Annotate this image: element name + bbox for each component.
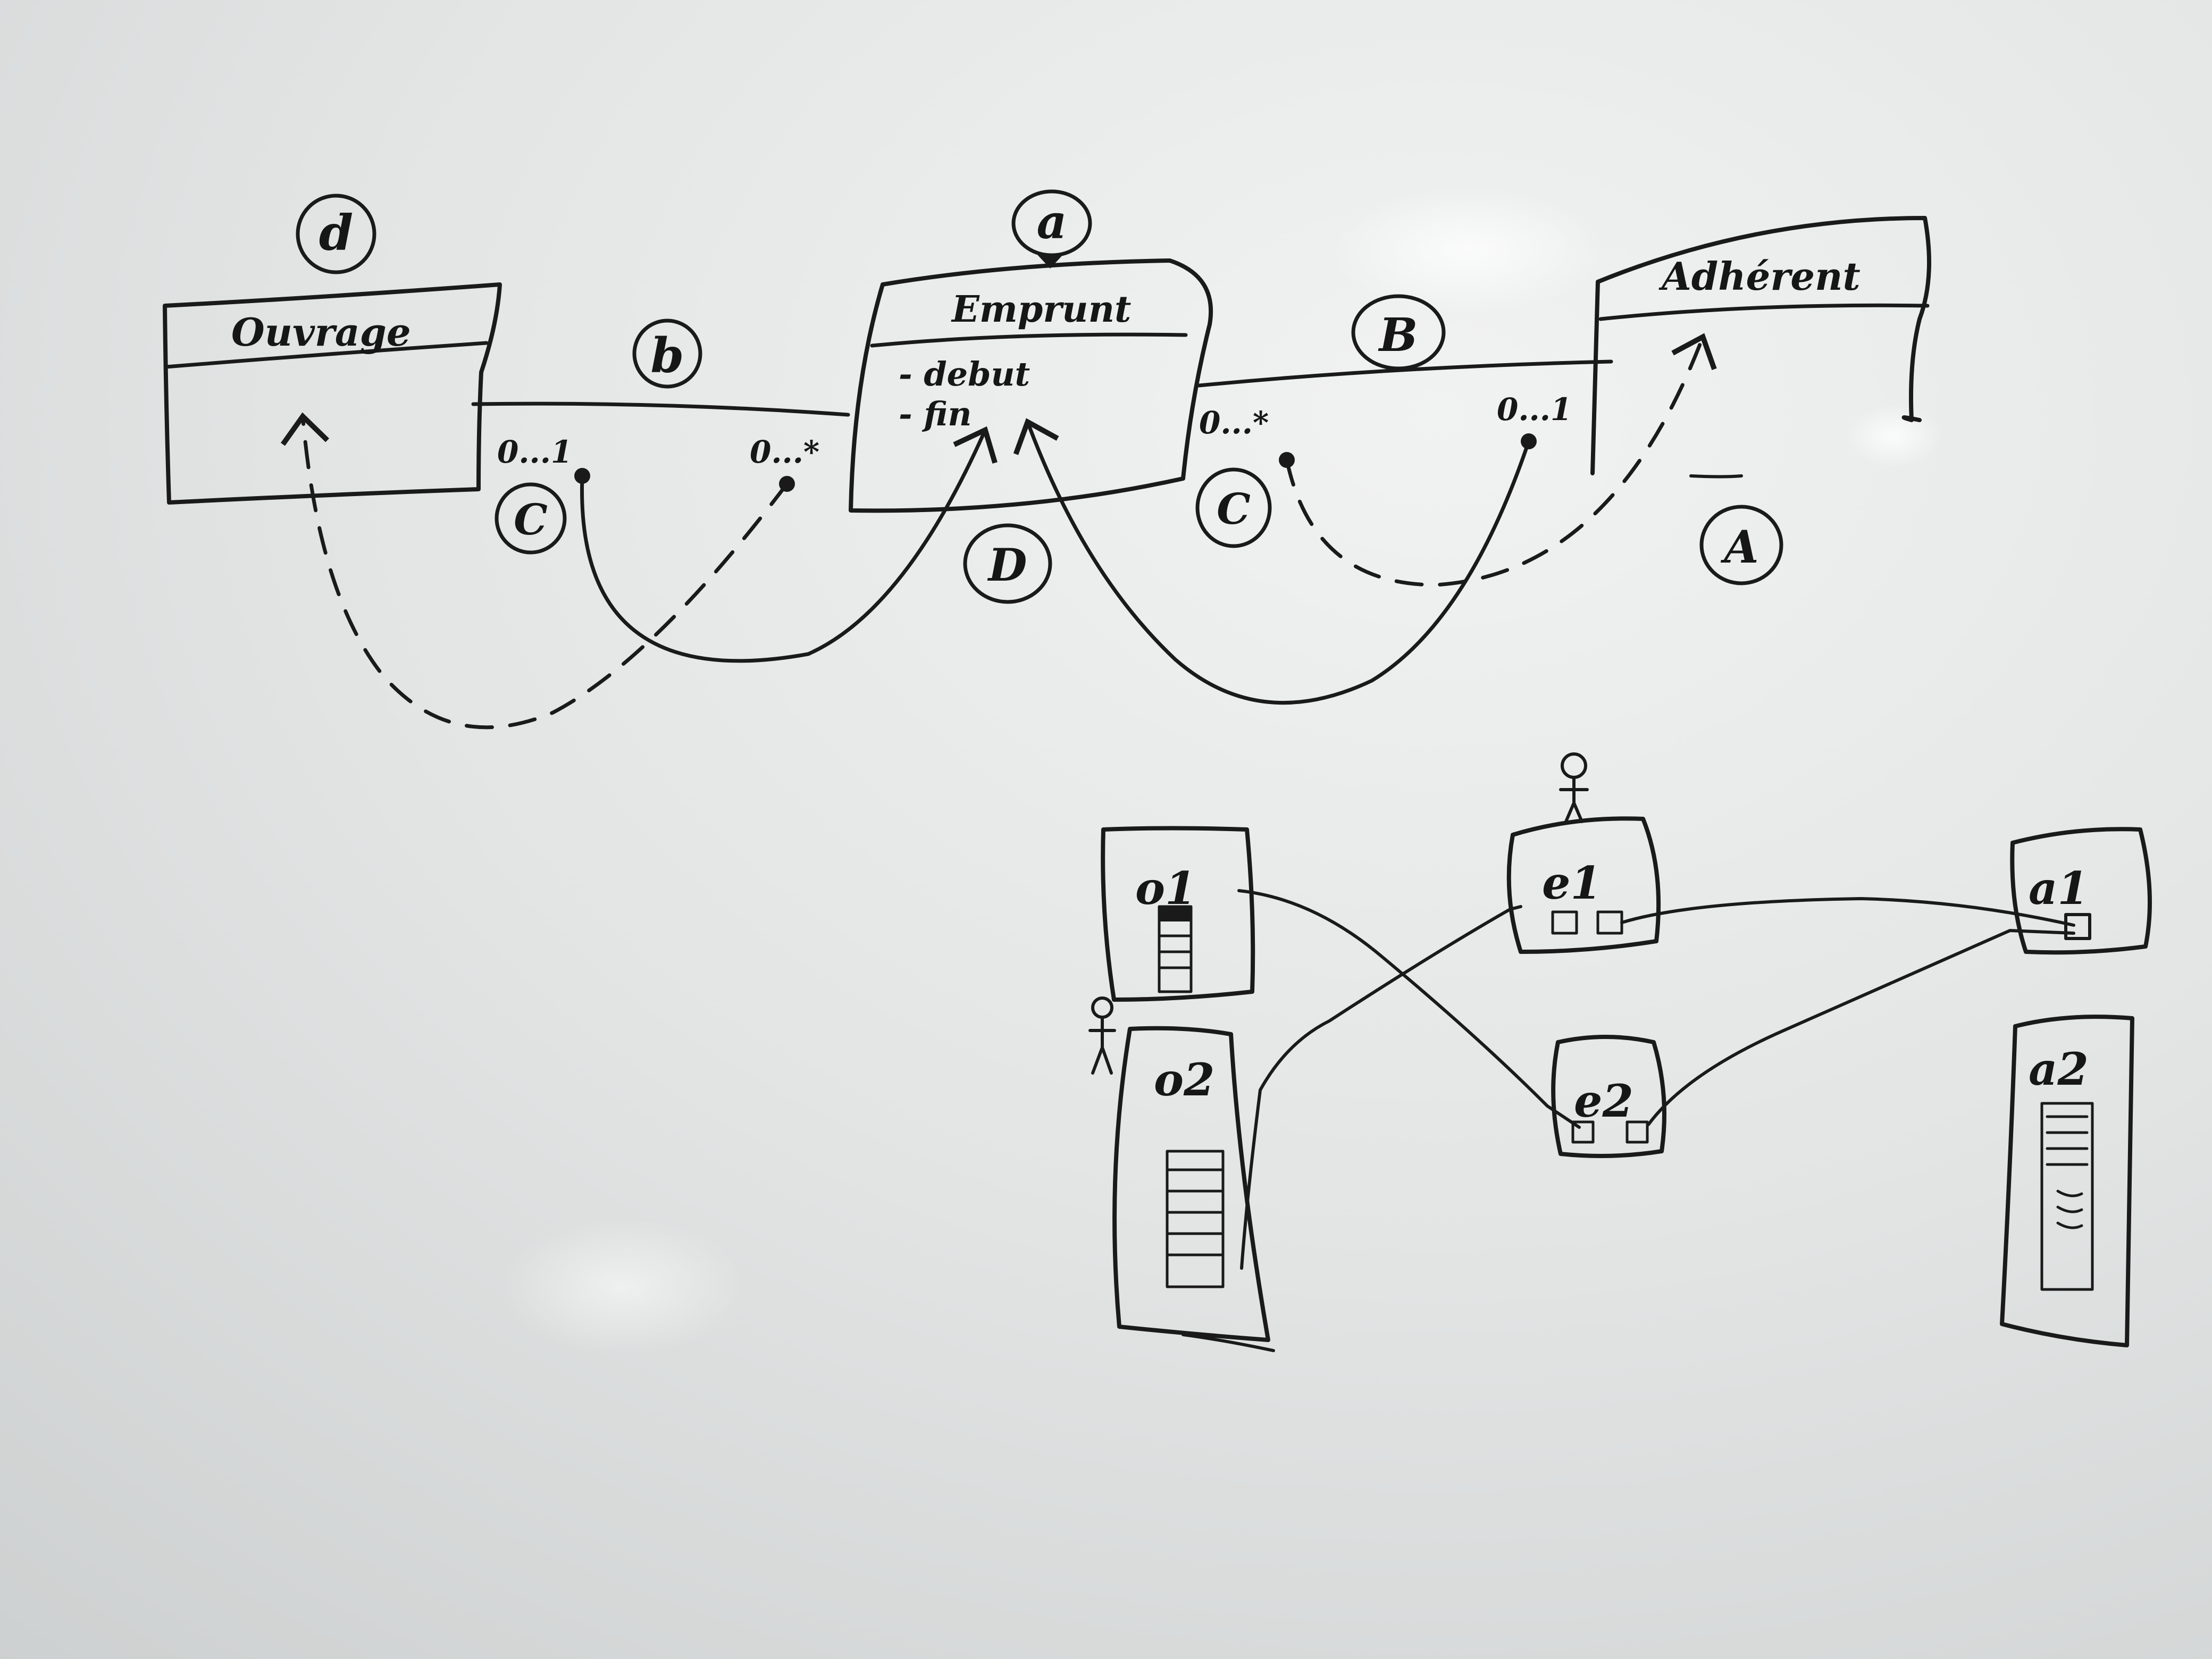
navigation-arrow-adherent-to-emprunt (1013, 418, 1531, 705)
o2-stack-icon (1166, 1150, 1225, 1288)
multiplicity-emprunt-right: 0...* (1199, 405, 1269, 441)
class-emprunt: Emprunt - debut - fin a (849, 189, 1213, 513)
class-ouvrage: Ouvrage d (163, 194, 502, 505)
object-o2-label: o2 (1154, 1053, 1214, 1106)
object-o1: o1 (1101, 826, 1255, 1002)
label-A: A (1720, 521, 1758, 573)
class-adherent: Adhérent (1590, 216, 1931, 479)
label-a: a (1036, 194, 1067, 249)
link-o2-e1 (1240, 905, 1522, 1270)
label-d-badge: d (296, 194, 376, 274)
association-end-dot (1279, 452, 1295, 468)
class-diagram: Ouvrage d Emprunt - debut - fin a (163, 189, 1931, 730)
label-A-badge: A (1699, 505, 1783, 585)
multiplicity-emprunt-left: 0...* (750, 434, 819, 470)
e1-slot-left (1551, 910, 1578, 935)
label-c-right: C (1217, 484, 1251, 534)
label-c-left: C (514, 495, 548, 544)
class-adherent-name: Adhérent (1658, 254, 1861, 299)
attribute-debut: - debut (899, 355, 1030, 393)
link-e1-a1 (1620, 897, 2075, 927)
link-e2-a1 (1647, 929, 2075, 1126)
navigation-arrow-emprunt-to-ouvrage (280, 412, 789, 730)
person-icon (1559, 752, 1589, 823)
a2-stack-icon (2040, 1102, 2094, 1291)
multiplicity-adherent-side: 0...1 (1497, 391, 1572, 428)
multiplicity-ouvrage-side: 0...1 (497, 434, 572, 470)
object-a1: a1 (2010, 827, 2152, 955)
object-o2: o2 (1112, 1026, 1275, 1352)
label-a-badge: a (1011, 189, 1092, 269)
label-c-left-badge: C (495, 482, 567, 555)
person-icon (1088, 996, 1116, 1075)
object-e1-label: e1 (1542, 857, 1602, 909)
label-D: D (987, 539, 1027, 591)
e2-slot-right (1626, 1120, 1649, 1144)
association-ouvrage-emprunt (471, 401, 850, 417)
object-a2-label: a2 (2029, 1043, 2089, 1095)
object-a1-label: a1 (2029, 862, 2089, 915)
label-B-badge: B (1351, 294, 1446, 371)
e2-slot-left (1571, 1120, 1595, 1144)
o1-stack-icon (1158, 905, 1193, 993)
light-glare (1329, 186, 1606, 314)
object-diagram: o1 o2 (1088, 752, 2152, 1352)
a1-slot (2064, 913, 2091, 940)
object-e2-label: e2 (1574, 1075, 1633, 1127)
label-D-badge: D (963, 523, 1052, 604)
class-emprunt-name: Emprunt (951, 288, 1131, 331)
association-end-dot (574, 468, 590, 484)
label-B: B (1378, 308, 1418, 362)
label-b: b (651, 328, 684, 384)
association-end-dot (1521, 433, 1537, 449)
association-end-dot (779, 476, 795, 492)
object-a2: a2 (2000, 1015, 2134, 1347)
navigation-arrow-ouvrage-to-emprunt (580, 426, 998, 663)
class-ouvrage-name: Ouvrage (231, 309, 411, 355)
label-c-right-badge: C (1195, 467, 1272, 548)
navigation-arrow-emprunt-to-adherent (1285, 333, 1717, 587)
attribute-fin: - fin (899, 395, 971, 433)
light-glare (1845, 404, 1941, 468)
light-glare (500, 1218, 744, 1356)
link-o1-e2 (1237, 889, 1581, 1129)
label-b-badge: b (632, 319, 702, 389)
label-d: d (319, 204, 353, 262)
object-e2: e2 (1551, 1035, 1666, 1158)
